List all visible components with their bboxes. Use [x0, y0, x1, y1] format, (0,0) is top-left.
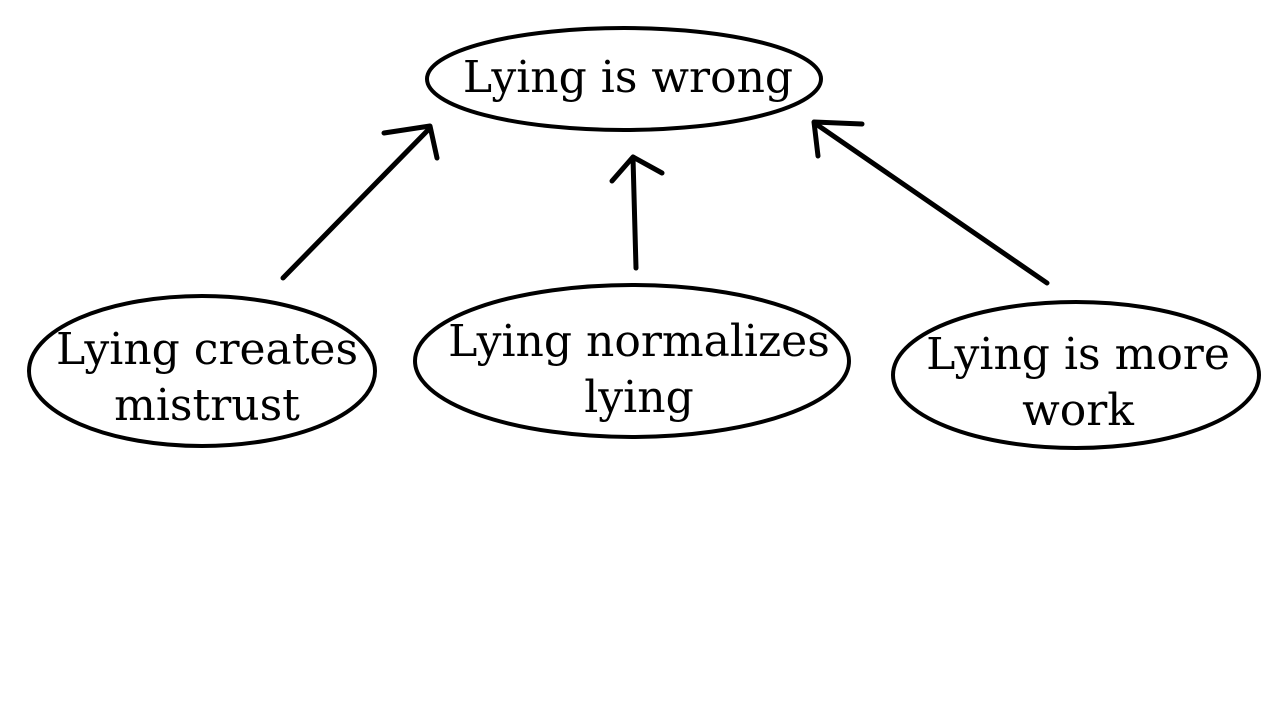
arrow-normalizes-to-conclusion — [609, 154, 665, 271]
arrow-more-work-to-conclusion — [811, 119, 1050, 286]
arrow-mistrust-to-conclusion — [280, 123, 440, 281]
reason-label-line2: mistrust — [114, 380, 300, 431]
reason-ellipse — [413, 283, 851, 439]
conclusion-label: Lying is wrong — [463, 52, 793, 103]
reason-node-normalizes: Lying normalizes lying — [413, 283, 851, 439]
conclusion-node: Lying is wrong — [425, 26, 823, 132]
reason-node-more-work: Lying is more work — [891, 300, 1261, 450]
reason-label-line2: work — [1022, 385, 1134, 436]
reason-node-mistrust: Lying creates mistrust — [27, 294, 377, 448]
arrow-shaft — [280, 125, 433, 281]
arrow-head — [609, 154, 665, 184]
arrow-shaft — [630, 155, 639, 271]
arrow-shaft — [813, 121, 1050, 286]
reason-ellipse — [891, 300, 1261, 450]
conclusion-ellipse — [425, 26, 823, 132]
reason-label-line2: lying — [584, 372, 694, 423]
reason-label-line1: Lying creates — [56, 324, 358, 375]
reason-label-line1: Lying normalizes — [448, 316, 830, 367]
arrow-head — [811, 119, 865, 159]
reason-ellipse — [27, 294, 377, 448]
reason-label-line1: Lying is more — [926, 329, 1230, 380]
arrow-head — [381, 123, 440, 161]
